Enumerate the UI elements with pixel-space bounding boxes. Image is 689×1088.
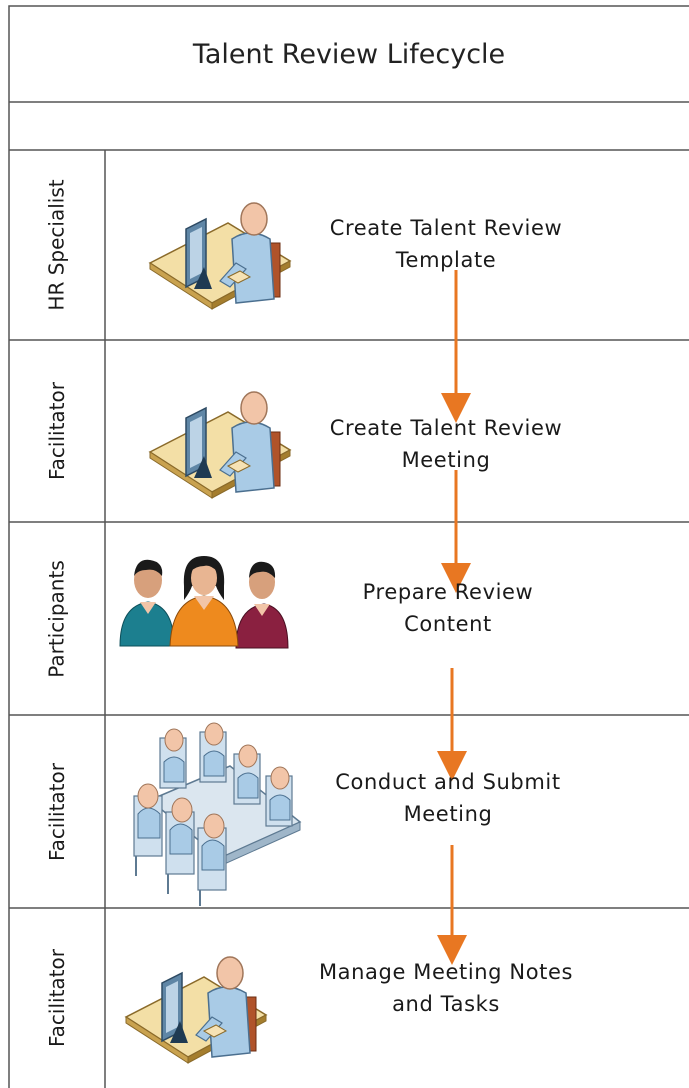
flow-arrows — [437, 270, 471, 965]
person-at-desk-icon — [149, 391, 291, 499]
lane-label-facilitator-2: Facilitator — [45, 762, 69, 861]
lane-label-facilitator-3: Facilitator — [45, 949, 69, 1047]
meeting-table-icon — [133, 722, 302, 906]
lane-label-facilitator-1: Facilitator — [45, 382, 69, 480]
step-manage-notes: Manage Meeting Notes and Tasks — [318, 960, 574, 1016]
step-prepare-content: Prepare Review Content — [362, 580, 534, 636]
diagram-title: Talent Review Lifecycle — [192, 38, 506, 70]
step-create-template: Create Talent Review Template — [329, 216, 563, 272]
lane-label-hr-specialist: HR Specialist — [45, 179, 70, 311]
step-conduct-submit: Conduct and Submit Meeting — [335, 770, 561, 826]
lane-label-participants: Participants — [45, 559, 70, 678]
person-at-desk-icon — [149, 202, 291, 310]
person-at-desk-icon — [125, 956, 267, 1064]
step-create-meeting: Create Talent Review Meeting — [329, 416, 563, 472]
diagram-frame — [8, 5, 689, 1088]
group-of-people-icon — [119, 556, 289, 649]
